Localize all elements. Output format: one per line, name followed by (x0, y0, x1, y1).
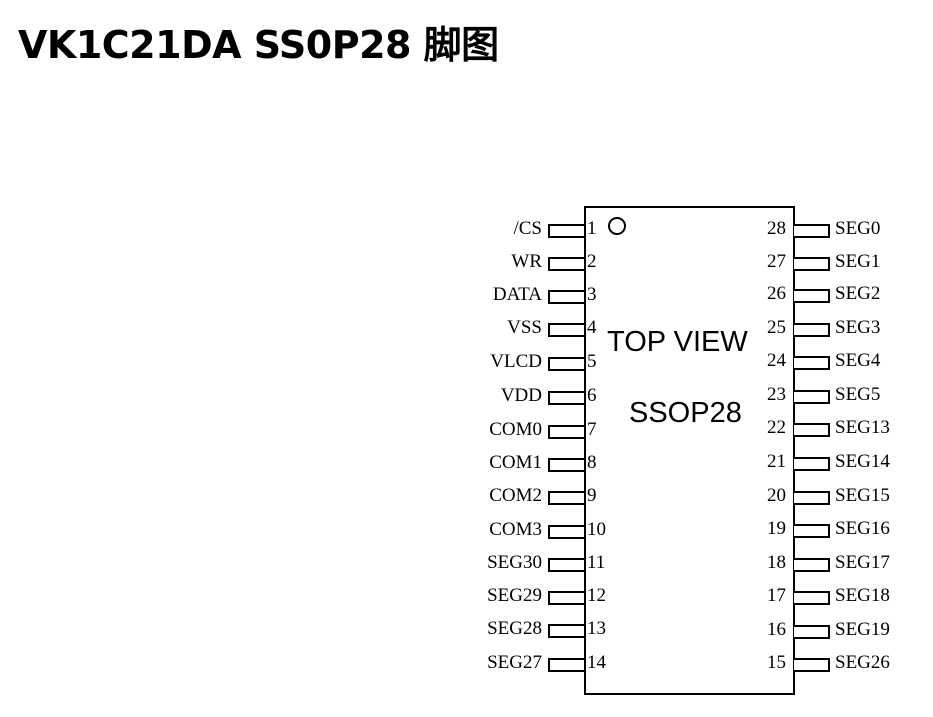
pin-number: 2 (587, 251, 597, 272)
pin-number: 17 (767, 585, 786, 606)
pin-lead-13 (548, 624, 584, 638)
pin-name: SEG14 (835, 451, 890, 472)
pin-lead-22 (794, 423, 830, 437)
pin-lead-19 (794, 524, 830, 538)
pin-name: VSS (507, 317, 542, 338)
pin-name: SEG4 (835, 350, 881, 371)
pin-name: SEG15 (835, 485, 890, 506)
pin-lead-4 (548, 323, 584, 337)
pin-lead-14 (548, 658, 584, 672)
pin-number: 1 (587, 218, 597, 239)
pin-name: VLCD (490, 351, 542, 372)
pin-lead-8 (548, 458, 584, 472)
pin-name: SEG2 (835, 283, 881, 304)
pin-lead-17 (794, 591, 830, 605)
pin-number: 28 (767, 218, 786, 239)
pin-number: 14 (587, 652, 606, 673)
pin-number: 25 (767, 317, 786, 338)
pin-number: 19 (767, 518, 786, 539)
pin-number: 11 (587, 552, 606, 573)
pin-name: SEG27 (487, 652, 542, 673)
pin-number: 4 (587, 317, 597, 338)
pin-lead-15 (794, 658, 830, 672)
pin-number: 12 (587, 585, 606, 606)
pin-name: SEG28 (487, 618, 542, 639)
pin-number: 13 (587, 618, 606, 639)
page-title: VK1C21DA SS0P28 脚图 (18, 23, 499, 67)
pin-lead-18 (794, 558, 830, 572)
pin-lead-7 (548, 425, 584, 439)
pin-lead-3 (548, 290, 584, 304)
pin-lead-25 (794, 323, 830, 337)
pin-name: SEG30 (487, 552, 542, 573)
pin-lead-2 (548, 257, 584, 271)
chip-label-package: SSOP28 (629, 397, 742, 429)
pin-lead-27 (794, 257, 830, 271)
pin-lead-10 (548, 525, 584, 539)
pin-number: 8 (587, 452, 597, 473)
pin-lead-11 (548, 558, 584, 572)
pin-name: WR (511, 251, 542, 272)
pin-number: 16 (767, 619, 786, 640)
pin-lead-21 (794, 457, 830, 471)
pin-lead-24 (794, 356, 830, 370)
pin-number: 22 (767, 417, 786, 438)
pin-name: SEG17 (835, 552, 890, 573)
pin-number: 7 (587, 419, 597, 440)
pin-number: 9 (587, 485, 597, 506)
pin-number: 18 (767, 552, 786, 573)
pin-name: SEG5 (835, 384, 881, 405)
pin-name: SEG0 (835, 218, 881, 239)
pin-lead-6 (548, 391, 584, 405)
pin-number: 23 (767, 384, 786, 405)
pin-number: 6 (587, 385, 597, 406)
pin-number: 27 (767, 251, 786, 272)
pin-lead-16 (794, 625, 830, 639)
pin-number: 15 (767, 652, 786, 673)
pin-name: SEG18 (835, 585, 890, 606)
pin-number: 10 (587, 519, 606, 540)
pin-number: 21 (767, 451, 786, 472)
pin-lead-28 (794, 224, 830, 238)
pin-number: 5 (587, 351, 597, 372)
pin-name: VDD (500, 385, 542, 406)
pin-number: 24 (767, 350, 786, 371)
pin-name: DATA (492, 284, 542, 305)
pin-number: 3 (587, 284, 597, 305)
chip-label-top-view: TOP VIEW (607, 326, 748, 358)
pin-name: /CS (513, 218, 542, 239)
pin-lead-5 (548, 357, 584, 371)
pin-name: SEG26 (835, 652, 890, 673)
pin-lead-20 (794, 491, 830, 505)
pin-name: COM3 (489, 519, 542, 540)
pin-name: COM0 (489, 419, 542, 440)
ic-package-body: TOP VIEW SSOP28 (584, 206, 795, 695)
pin-name: COM2 (489, 485, 542, 506)
pin-name: SEG19 (835, 619, 890, 640)
pin-name: SEG13 (835, 417, 890, 438)
pin-number: 20 (767, 485, 786, 506)
pin-lead-1 (548, 224, 584, 238)
pin1-indicator-icon (608, 217, 626, 235)
pin-name: SEG3 (835, 317, 881, 338)
pin-name: COM1 (489, 452, 542, 473)
pin-lead-26 (794, 289, 830, 303)
pin-lead-9 (548, 491, 584, 505)
pin-lead-23 (794, 390, 830, 404)
pin-number: 26 (767, 283, 786, 304)
pin-name: SEG29 (487, 585, 542, 606)
pin-name: SEG16 (835, 518, 890, 539)
pin-lead-12 (548, 591, 584, 605)
pin-name: SEG1 (835, 251, 881, 272)
